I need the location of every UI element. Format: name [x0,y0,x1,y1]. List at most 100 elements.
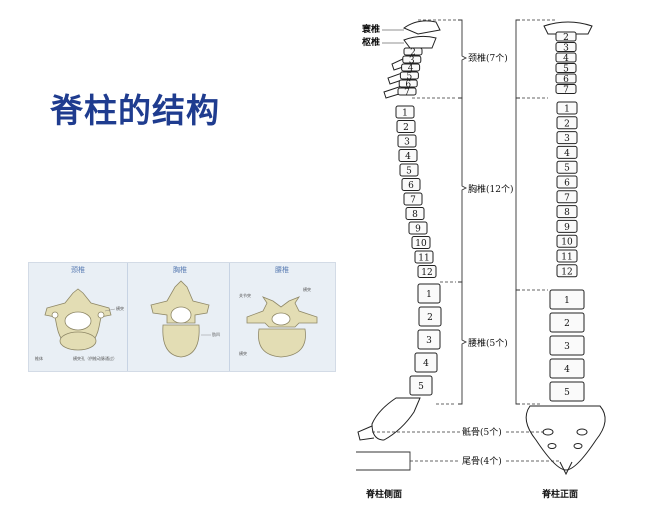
lateral-thoracic-vertebra-body [417,265,437,278]
lateral-cervical-vertebra-body [399,71,419,80]
label-sacrum: 骶骨(5个) [462,427,502,438]
caption-lateral: 脊柱侧面 [365,488,402,500]
lumbar-vertebra-image: 关节突 横突 横突 [239,286,318,358]
lateral-cervical-vertebra-number: 2 [410,48,416,58]
cervical-vertebra-cell: 颈椎 横突 椎体 横突孔（供椎动脉通过） [29,263,128,371]
frontal-cervical-vertebra-body [555,84,577,94]
cervical-label-foramen: 横突孔（供椎动脉通过） [73,355,117,361]
lateral-thoracic-vertebra-body [408,221,428,235]
frontal-thoracic-vertebra-number: 5 [564,164,570,174]
lateral-lumbar-vertebra-body [417,329,441,350]
frontal-cervical-vertebra-number: 3 [563,44,569,54]
frontal-cervical-vertebra-number: 5 [563,65,569,75]
lateral-thoracic-vertebra-number: 1 [402,109,408,119]
lateral-cervical-vertebra-number: 4 [408,64,414,74]
thoracic-vertebra-image: 肋凹 [150,280,220,358]
lateral-lumbar-vertebra-body [418,306,442,327]
frontal-thoracic-vertebra-body [556,205,578,219]
frontal-thoracic-vertebra-number: 6 [564,179,570,189]
frontal-lumbar-vertebra-number: 5 [564,388,570,398]
frontal-thoracic-vertebra-body [556,101,578,115]
lateral-thoracic-vertebra-number: 10 [415,239,427,249]
frontal-cervical-vertebra-body [555,63,577,73]
frontal-thoracic-vertebra-number: 2 [564,119,570,129]
lateral-thoracic-vertebra-body [414,250,434,264]
frontal-thoracic-vertebra-body [556,234,578,248]
thoracic-label-costal: 肋凹 [212,331,220,337]
frontal-cervical-vertebra-number: 7 [563,86,569,96]
cervical-header: 颈椎 [71,266,85,274]
frontal-lumbar-vertebra-body [549,289,585,310]
frontal-thoracic-vertebra-body [556,160,578,174]
label-thoracic-region: 胸椎(12个) [468,183,513,195]
lateral-lumbar-vertebra-number: 5 [418,382,424,392]
lateral-thoracic-vertebra-number: 9 [415,225,421,235]
lateral-thoracic-vertebra-body [397,134,417,148]
page-title: 脊柱的结构 [50,91,220,130]
frontal-thoracic-vertebra-number: 1 [564,105,570,115]
frontal-thoracic-vertebra-body [556,264,578,278]
frontal-lumbar-vertebra-body [549,335,585,356]
lateral-thoracic-vertebra-body [398,149,418,162]
frontal-thoracic-vertebra-body [556,190,578,204]
lateral-thoracic-vertebra-body [395,105,415,119]
caption-frontal: 脊柱正面 [541,488,578,500]
lumbar-label-transverse-2: 横突 [239,350,247,356]
frontal-thoracic-vertebra-body [556,219,578,233]
label-cervical-region: 颈椎(7个) [468,52,508,64]
label-coccyx: 尾骨(4个) [462,456,502,467]
lateral-thoracic-vertebra-number: 12 [421,268,432,278]
lateral-cervical-vertebra-body [397,87,417,96]
frontal-thoracic-vertebra-body [556,131,578,145]
frontal-thoracic-vertebra-body [556,145,578,159]
frontal-lumbar-vertebra-body [549,381,585,402]
lateral-cervical-vertebra-body [401,63,421,72]
cervical-label-transverse: 横突 [116,305,124,311]
lumbar-header: 腰椎 [275,266,289,274]
frontal-cervical-vertebra-body [555,31,577,42]
vertebra-types-panel: 颈椎 横突 椎体 横突孔（供椎动脉通过） 胸椎 肋凹 腰椎 关节突 [28,262,336,372]
lateral-thoracic-vertebra-number: 3 [404,138,410,148]
lateral-lumbar-vertebra-number: 4 [423,359,429,369]
frontal-thoracic-vertebra-number: 12 [561,267,572,277]
lateral-cervical-vertebra-number: 5 [407,72,413,82]
frontal-thoracic-vertebra-number: 11 [561,253,572,263]
frontal-cervical-vertebra-number: 6 [563,75,569,85]
lateral-thoracic-vertebra-body [403,192,423,206]
lateral-lumbar-vertebra-body [414,352,438,373]
lateral-lumbar-vertebra-body [409,375,433,396]
lateral-thoracic-vertebra-number: 11 [418,254,429,264]
lateral-thoracic-vertebra-number: 5 [406,167,412,177]
lateral-thoracic-vertebra-body [396,120,416,133]
cervical-vertebra-image: 横突 椎体 横突孔（供椎动脉通过） [35,288,124,361]
lateral-cervical-vertebra-number: 6 [405,80,411,90]
frontal-thoracic-vertebra-number: 9 [564,223,570,233]
frontal-cervical-vertebra-number: 2 [563,33,569,43]
lateral-cervical-vertebra-number: 7 [404,88,410,98]
frontal-thoracic-vertebra-number: 4 [564,149,570,159]
lateral-cervical-vertebra-body [402,55,422,64]
label-atlas: 寰椎 [361,23,380,35]
lateral-lumbar-vertebra-number: 1 [426,290,432,300]
frontal-lumbar-vertebra-body [549,312,585,333]
frontal-thoracic-vertebra-body [556,175,578,189]
lumbar-vertebra-cell: 腰椎 关节突 横突 横突 [233,263,331,371]
lateral-lumbar-vertebra-number: 2 [427,313,433,323]
lateral-thoracic-vertebra-number: 2 [403,123,409,133]
lateral-thoracic-vertebra-body [399,163,419,177]
lateral-cervical-vertebra-body [398,79,418,88]
lateral-cervical-vertebra-number: 3 [409,56,415,66]
frontal-thoracic-vertebra-body [556,249,578,263]
frontal-thoracic-vertebra-body [556,116,578,130]
label-lumbar-region: 腰椎(5个) [468,337,508,349]
frontal-lumbar-vertebra-number: 1 [564,296,570,306]
lateral-lumbar-vertebra-body [417,283,441,304]
frontal-cervical-vertebra-body [555,52,577,63]
frontal-cervical-vertebra-body [555,73,577,84]
frontal-thoracic-vertebra-number: 10 [561,238,573,248]
lateral-thoracic-vertebra-number: 4 [405,152,411,162]
frontal-thoracic-vertebra-number: 7 [564,193,570,203]
